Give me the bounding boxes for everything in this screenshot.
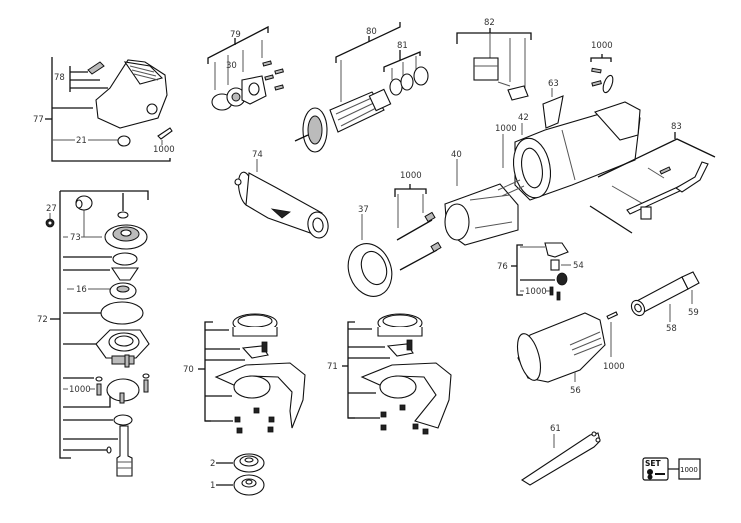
callout-61: 61 [550, 424, 561, 434]
slider-button-part [640, 206, 652, 220]
screw-gear-part [96, 383, 102, 396]
callout-70: 70 [183, 365, 194, 375]
group-61-wrench: 61 [520, 424, 601, 486]
callout-56: 56 [570, 386, 581, 396]
set-label: SET [645, 459, 662, 468]
screw-grip-part [606, 311, 619, 320]
callout-1000-top: 1000 [591, 41, 613, 51]
group-79-bearing-plate: 79 30 [207, 25, 284, 111]
callout-58: 58 [666, 324, 677, 334]
callout-1000-gear: 1000 [69, 385, 91, 395]
snap-ring-part [112, 252, 138, 266]
armature-core-part [329, 91, 385, 133]
washer-73-part [117, 211, 129, 219]
callout-81: 81 [397, 41, 408, 51]
callout-42: 42 [518, 113, 529, 123]
callout-76: 76 [497, 262, 508, 272]
callout-54: 54 [573, 261, 584, 271]
group-77-gear-cover: 77 78 21 1000 [33, 57, 175, 162]
group-83-switch-slider: 83 [589, 122, 716, 234]
callout-83: 83 [671, 122, 682, 132]
washer-part [389, 78, 403, 96]
callout-1: 1 [210, 481, 215, 491]
callout-1000-housing: 1000 [495, 124, 517, 134]
spindle-part [116, 425, 133, 477]
set-screw-kit: SET 1000 [642, 457, 701, 481]
bracket-77 [51, 57, 171, 162]
screw-set-icon [647, 469, 653, 475]
callout-27: 27 [46, 204, 57, 214]
spindle-seal-part [113, 414, 133, 426]
bearing-81-part [400, 73, 414, 91]
callout-16: 16 [76, 285, 87, 295]
callout-30: 30 [226, 61, 237, 71]
brush-part [507, 85, 529, 101]
callout-72: 72 [37, 315, 48, 325]
callout-21: 21 [76, 136, 87, 146]
switch-part [544, 242, 569, 258]
callout-40: 40 [451, 150, 462, 160]
group-42-housing: 42 1000 [495, 101, 641, 201]
brush-holder-part [473, 57, 499, 81]
set-part-box [678, 458, 701, 480]
callout-71: 71 [327, 362, 338, 372]
slider-bar-part [626, 185, 683, 215]
group-74-side-handle: 74 [234, 150, 329, 239]
group-70-guard: 70 [183, 313, 306, 434]
capacitor-part [550, 259, 560, 271]
set-part-number: 1000 [680, 466, 698, 474]
cord-part [681, 271, 700, 290]
label-part [542, 95, 564, 129]
cap-part [117, 135, 131, 147]
group-71-guard: 71 [327, 313, 452, 435]
callout-79: 79 [230, 30, 241, 40]
group-72-gear-head: 72 27 73 16 [37, 190, 150, 477]
callout-1000-stator: 1000 [400, 171, 422, 181]
key-part [106, 446, 112, 454]
callout-1000-switch: 1000 [525, 287, 547, 297]
callout-80: 80 [366, 27, 377, 37]
callout-74: 74 [252, 150, 263, 160]
group-63-label: 63 [542, 79, 564, 129]
callout-1000-grip: 1000 [603, 362, 625, 372]
callout-78: 78 [54, 73, 65, 83]
screw-part [157, 127, 173, 140]
clip-part [602, 74, 614, 94]
group-1000-top: 1000 [590, 41, 614, 94]
callout-73: 73 [70, 233, 81, 243]
callout-59: 59 [688, 308, 699, 318]
group-80-armature: 80 81 [294, 22, 429, 153]
group-flanges: 2 1 [210, 453, 265, 496]
spanner-wrench-part [520, 432, 601, 486]
cord-clamp-part [556, 272, 568, 286]
callout-63: 63 [548, 79, 559, 89]
callout-82: 82 [484, 18, 495, 28]
group-58-cord: 58 59 [630, 271, 700, 334]
callout-2: 2 [210, 459, 215, 469]
group-37-baffle: 1000 37 [347, 171, 442, 297]
bearing-81b-part [413, 66, 429, 86]
lock-button-part [87, 61, 105, 75]
callout-37: 37 [358, 205, 369, 215]
callout-77: 77 [33, 115, 44, 125]
retainer-plate-part [110, 267, 140, 281]
group-76-switch: 76 54 1000 [497, 242, 584, 301]
callout-1000-cover: 1000 [153, 145, 175, 155]
group-82-brush-holder: 82 [456, 18, 532, 101]
o-ring-72-part [100, 301, 144, 325]
group-40-stator: 40 [444, 150, 525, 246]
group-56-rear-grip: 56 1000 [516, 311, 625, 396]
